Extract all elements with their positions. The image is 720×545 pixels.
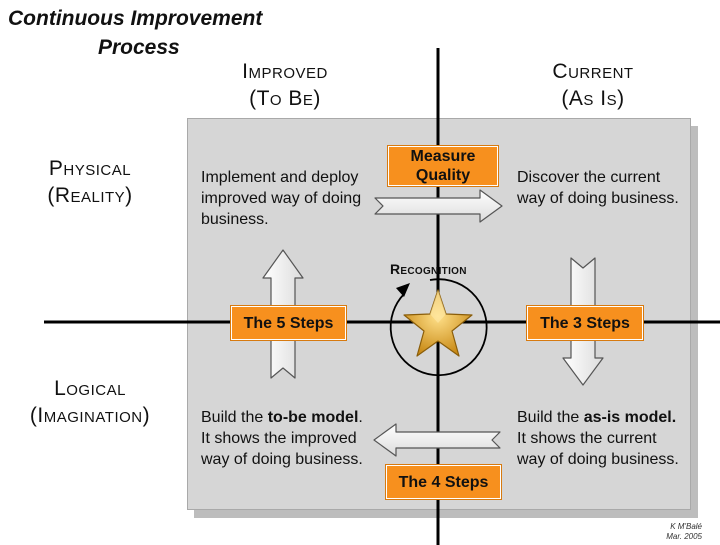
recognition-cycle-icon [389,278,488,377]
five-steps-box: The 5 Steps [231,306,346,340]
three-steps-box: The 3 Steps [527,306,643,340]
diagram-title: Continuous Improvement Process [8,4,308,62]
title-line-2: Process [98,36,180,59]
row-header-physical-line2: (Reality) [47,184,133,207]
measure-quality-line1: Measure [410,148,476,165]
recognition-label: Recognition [390,261,467,277]
row-header-physical: Physical (Reality) [10,155,170,209]
column-header-improved-line2: (To Be) [249,87,321,110]
credit-line-1: K M'Balé [670,522,702,531]
bottom-right-pre: Build the [517,409,584,426]
column-header-current-line1: Current [552,60,634,83]
column-header-improved-line1: Improved [242,60,328,83]
quadrant-bottom-left-text: Build the to-be model. It shows the impr… [201,407,371,470]
bottom-right-bold: as-is model. [583,409,677,426]
row-header-physical-line1: Physical [48,157,132,180]
star-icon [403,289,473,357]
row-header-logical-line2: (Imagination) [29,404,151,427]
measure-quality-box: Measure Quality [388,146,498,186]
bottom-right-post: It shows the current way of doing busine… [517,430,679,468]
quadrant-top-right-text: Discover the current way of doing busine… [517,169,679,207]
bottom-left-post: . It shows the improved way of doing bus… [201,409,363,468]
bottom-left-bold: to-be model [267,409,359,426]
bottom-left-pre: Build the [201,409,268,426]
quadrant-top-left-text: Implement and deploy improved way of doi… [201,169,362,228]
column-header-improved: Improved (To Be) [205,58,365,112]
quadrant-bottom-right-text: Build the as-is model. It shows the curr… [517,407,687,470]
arrow-left-icon [373,423,501,457]
column-header-current: Current (As Is) [513,58,673,112]
credit-line-2: Mar. 2005 [666,532,702,541]
title-line-1: Continuous Improvement [8,7,263,30]
four-steps-box: The 4 Steps [386,465,501,499]
author-credit: K M'Balé Mar. 2005 [630,522,702,542]
row-header-logical: Logical (Imagination) [4,375,176,429]
column-header-current-line2: (As Is) [561,87,625,110]
measure-quality-line2: Quality [415,167,471,184]
arrow-right-icon [374,189,503,223]
row-header-logical-line1: Logical [54,377,126,400]
